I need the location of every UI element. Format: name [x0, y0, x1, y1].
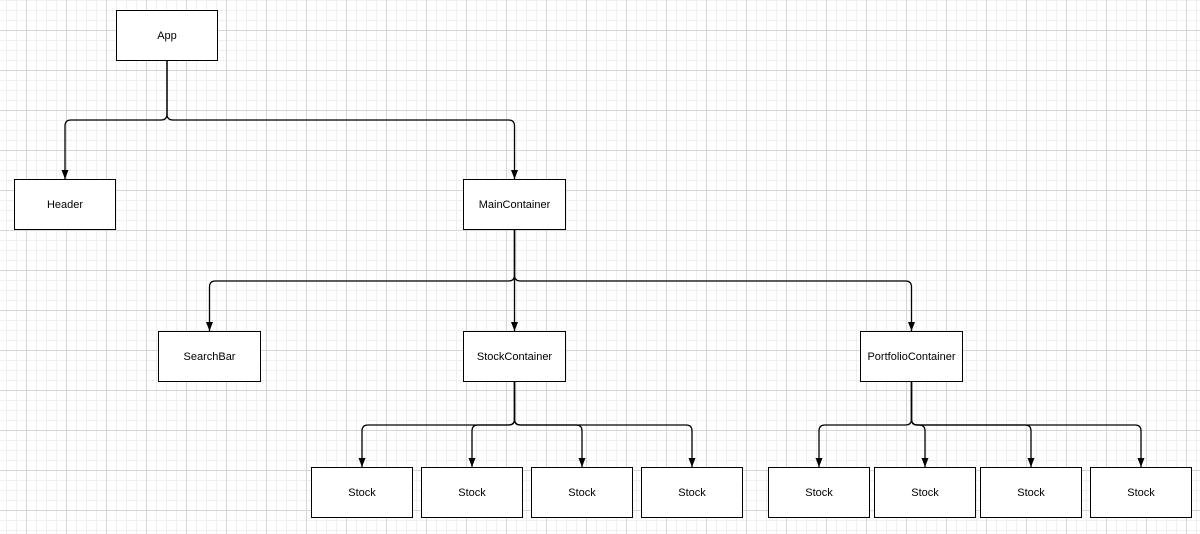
arrowhead-stock_5 [815, 458, 823, 467]
edge-portfolio_container-to-stock_5 [818, 382, 913, 467]
arrowhead-stock_4 [688, 458, 696, 467]
edge-main_container-to-search_bar [208, 230, 516, 331]
node-stock-2[interactable]: Stock [421, 467, 523, 518]
node-search-bar[interactable]: SearchBar [158, 331, 261, 382]
node-stock-3[interactable]: Stock [531, 467, 633, 518]
node-header[interactable]: Header [14, 179, 116, 230]
arrowhead-header [61, 170, 69, 179]
arrowhead-portfolio_container [908, 322, 915, 331]
arrowhead-main_container [511, 170, 518, 179]
node-app[interactable]: App [116, 10, 218, 61]
arrowhead-stock_container [511, 322, 518, 331]
edge-app-to-header [64, 61, 168, 179]
node-stock-7[interactable]: Stock [980, 467, 1082, 518]
edge-main_container-to-portfolio_container [513, 230, 913, 331]
arrowhead-stock_8 [1137, 458, 1145, 467]
arrowhead-search_bar [206, 322, 213, 331]
edge-portfolio_container-to-stock_8 [910, 382, 1142, 467]
edge-stock_container-to-stock_2 [471, 382, 516, 467]
arrowhead-stock_6 [921, 458, 929, 467]
arrowhead-stock_7 [1027, 458, 1035, 467]
node-stock-8[interactable]: Stock [1090, 467, 1192, 518]
node-stock-4[interactable]: Stock [641, 467, 743, 518]
arrowhead-stock_3 [578, 458, 586, 467]
node-stock-5[interactable]: Stock [768, 467, 870, 518]
node-main-container[interactable]: MainContainer [463, 179, 566, 230]
node-stock-1[interactable]: Stock [311, 467, 413, 518]
node-stock-6[interactable]: Stock [874, 467, 976, 518]
node-stock-container[interactable]: StockContainer [463, 331, 566, 382]
edge-stock_container-to-stock_4 [513, 382, 693, 467]
arrowhead-stock_2 [468, 458, 476, 467]
node-portfolio-container[interactable]: PortfolioContainer [860, 331, 963, 382]
edge-app-to-main_container [166, 61, 516, 179]
arrowhead-stock_1 [358, 458, 366, 467]
